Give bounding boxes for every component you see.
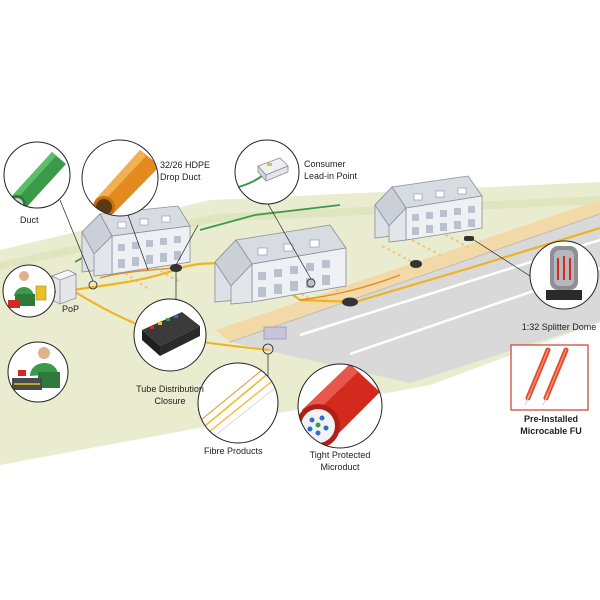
label-duct: Duct [20, 215, 39, 225]
label-tight-microduct-line2: Microduct [320, 462, 360, 472]
closure-marker-1 [170, 264, 182, 272]
road-pit [263, 326, 287, 340]
leader-lines [47, 199, 531, 385]
green-verge [0, 196, 600, 270]
closure-marker-4 [464, 236, 474, 241]
inset-tube-closure [133, 298, 207, 372]
label-consumer-line2: Lead-in Point [304, 171, 358, 181]
inset-consumer-lead-in [234, 139, 300, 205]
label-tube-closure-line2: Closure [154, 396, 186, 406]
house-terrace-right [374, 175, 483, 243]
inset-drop-duct [81, 139, 159, 217]
panel-microcable [510, 344, 589, 411]
inset-splicing-worker [7, 341, 69, 403]
pop-cabinet [51, 269, 77, 305]
inset-splitter-dome [529, 240, 599, 310]
pavement-strip [215, 200, 600, 342]
label-tight-microduct-line1: Tight Protected [309, 450, 371, 460]
closure-marker-2 [342, 297, 358, 307]
label-microcable-line2: Microcable FU [520, 426, 582, 436]
label-drop-duct-line1: 32/26 HDPE [160, 160, 211, 170]
label-tube-closure-line1: Tube Distribution [136, 384, 204, 394]
closure-marker-3 [410, 260, 422, 268]
orange-drop-route [99, 267, 401, 301]
label-consumer-line1: Consumer [304, 159, 346, 169]
inset-fibre-products [197, 362, 279, 444]
inset-pop-worker [2, 264, 56, 318]
label-drop-duct-line2: Drop Duct [160, 172, 201, 182]
house-terrace-center [214, 224, 347, 305]
road-edge [229, 213, 600, 343]
label-splitter-dome: 1:32 Splitter Dome [521, 322, 597, 332]
label-pop: PoP [62, 304, 80, 314]
inset-duct [3, 141, 71, 209]
label-microcable-line1: Pre-Installed [523, 414, 579, 424]
label-fibre-products: Fibre Products [204, 446, 263, 456]
